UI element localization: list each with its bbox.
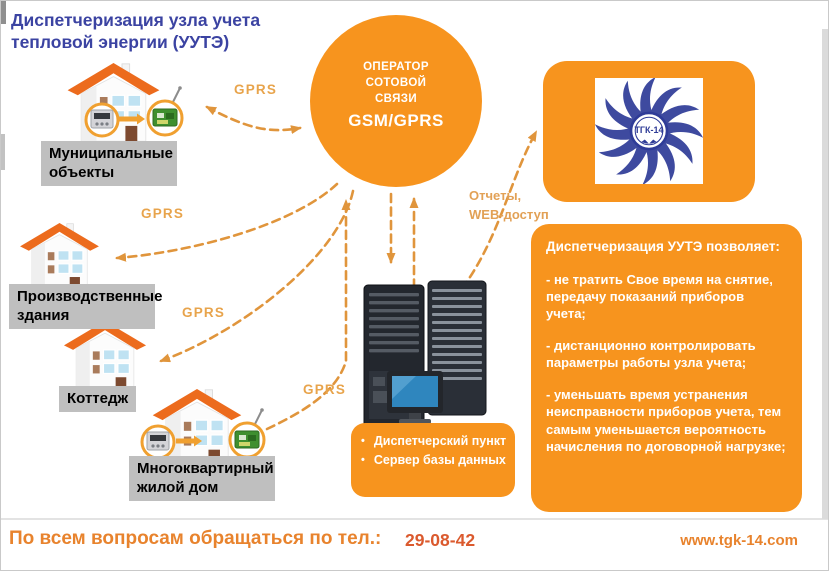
bullet-icon: •: [361, 453, 365, 466]
gsm-operator-node: ОПЕРАТОР СОТОВОЙ СВЯЗИ GSM/GPRS: [310, 15, 482, 187]
arrow-municipal-operator: [205, 105, 302, 135]
label-cottage: Коттедж: [59, 386, 137, 413]
footer-phone-number: 29-08-42: [405, 530, 476, 550]
list-item: • Сервер базы данных: [361, 452, 507, 469]
left-edge-artifact: [1, 134, 5, 170]
gprs-label-2: GPRS: [141, 206, 185, 221]
bullet-icon: •: [361, 435, 365, 447]
building-industrial-illustration: [19, 222, 100, 291]
building-cottage-illustration: [63, 320, 147, 392]
tgk-logo-card: ТГК-14: [543, 61, 755, 202]
benefit-item: - не тратить Свое время на снятие, перед…: [546, 271, 773, 321]
database-server-label: Сервер базы данных: [373, 452, 506, 467]
benefit-item: - дистанционно контролировать параметры …: [546, 338, 756, 371]
gprs-label-1: GPRS: [234, 82, 278, 97]
arrow-operator-industrial: [115, 182, 339, 262]
gprs-label-4: GPRS: [303, 382, 347, 397]
footer-website-link[interactable]: www.tgk-14.com: [680, 532, 798, 549]
reports-web-access-label: Отчеты, WEB-доступ: [469, 188, 549, 222]
right-edge-band: [822, 29, 828, 519]
page-title: Диспетчеризация узла учета тепловой энер…: [11, 10, 261, 53]
arrow-operator-cottage: [159, 189, 355, 363]
tgk-14-logo-icon: ТГК-14: [594, 76, 704, 186]
tgk-logo: ТГК-14: [594, 76, 704, 186]
left-edge-artifact: [1, 1, 6, 24]
footer-contact-text: По всем вопросам обращаться по тел.:: [9, 528, 382, 549]
dispatch-center-panel: • Диспетчерский пункт • Сервер базы данн…: [351, 423, 515, 497]
gprs-label-3: GPRS: [182, 305, 226, 320]
building-apartment-illustration: [140, 388, 266, 466]
label-industrial-buildings: Производственные здания: [9, 284, 162, 330]
label-municipal-objects: Муниципальные объекты: [41, 141, 177, 187]
label-apartment-house: Многоквартирный жилой дом: [129, 456, 275, 502]
arrow-apartment-operator: [265, 199, 351, 431]
benefits-heading: Диспетчеризация УУТЭ позволяет:: [546, 239, 780, 254]
list-item: • Диспетчерский пункт: [361, 433, 507, 450]
operator-technology: GSM/GPRS: [348, 111, 444, 131]
footer-divider: [1, 518, 828, 520]
building-municipal-illustration: [66, 62, 184, 142]
operator-name: ОПЕРАТОР СОТОВОЙ СВЯЗИ: [363, 61, 429, 106]
gprs-arrows: [115, 105, 538, 431]
arrow-server-tgk: [452, 130, 538, 301]
benefit-item: - уменьшать время устранения неисправнос…: [546, 387, 786, 454]
benefits-panel: Диспетчеризация УУТЭ позволяет: - не тра…: [531, 224, 802, 512]
svg-text:ТГК-14: ТГК-14: [634, 125, 663, 135]
dispatch-point-label: Диспетчерский пункт: [373, 434, 507, 448]
